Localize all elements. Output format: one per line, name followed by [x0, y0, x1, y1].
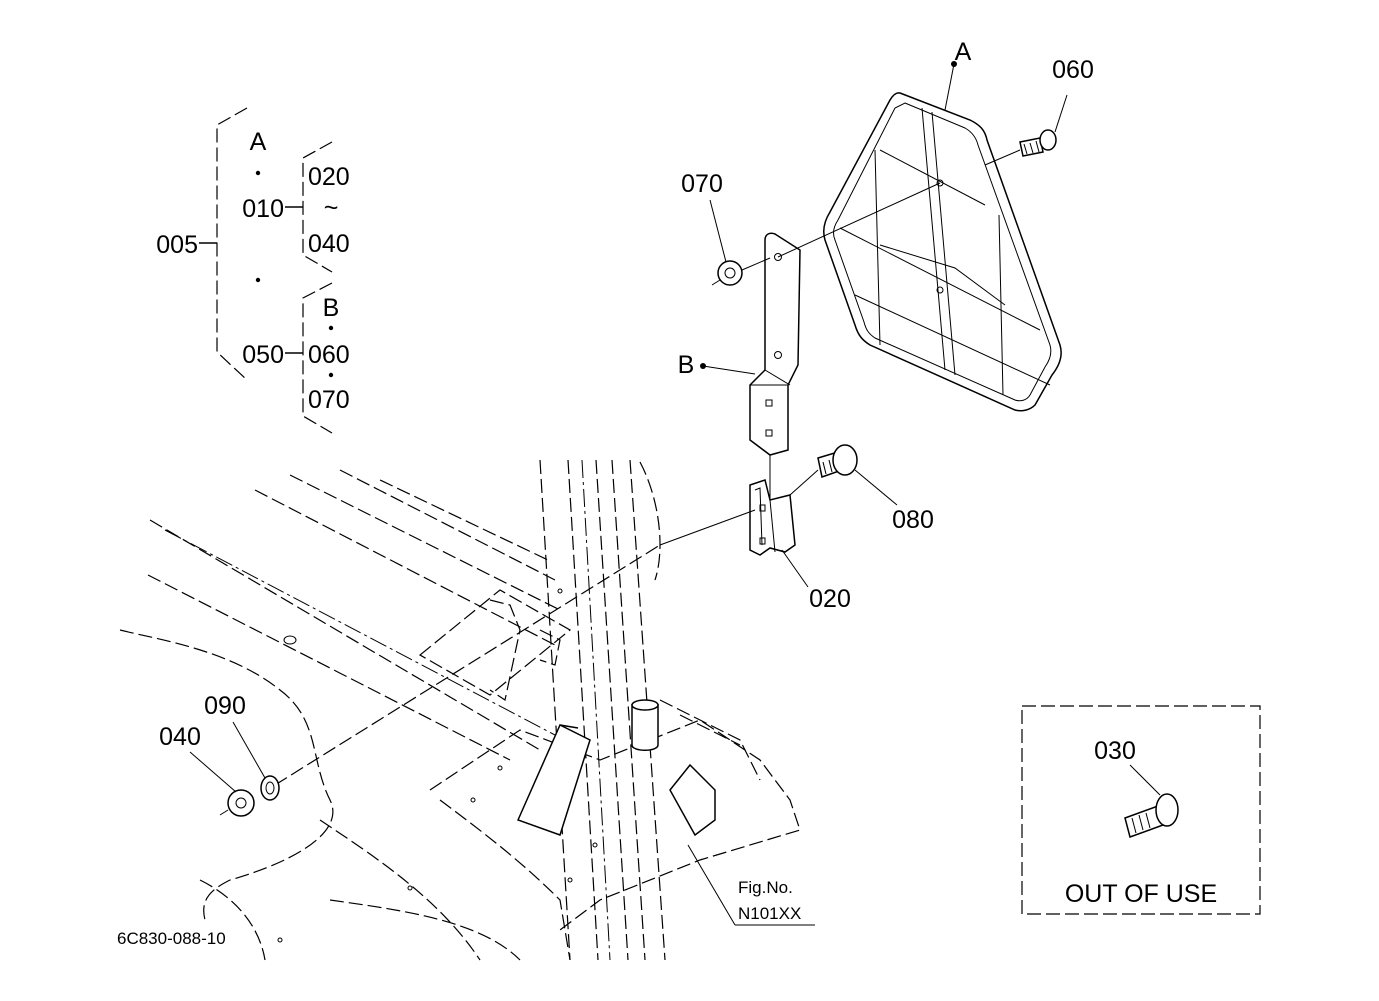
tree-bracket-main	[216, 107, 248, 381]
tree-node-050: 050	[242, 341, 284, 369]
tree-node-070: 070	[308, 386, 350, 414]
callout-030: 030	[1094, 737, 1136, 765]
assembly-line	[274, 544, 661, 786]
tractor-frame	[119, 459, 801, 961]
bolt-080: 080	[789, 444, 934, 534]
callout-b: B	[678, 351, 695, 379]
nut-040: 040	[159, 723, 255, 817]
fig-no-label: Fig.No.	[738, 878, 793, 897]
tree-node-020: 020	[308, 163, 350, 191]
tree-node-010: 010	[242, 195, 284, 223]
washer-090: 090	[204, 692, 280, 801]
callout-040: 040	[159, 723, 201, 751]
tree-label-a: A	[250, 128, 267, 156]
out-of-use-label: OUT OF USE	[1065, 880, 1217, 908]
bracket-b: B	[678, 182, 941, 500]
nut-070: 070	[681, 170, 771, 286]
callout-020: 020	[809, 585, 851, 613]
fig-no-value: N101XX	[738, 904, 801, 923]
tree-node-040: 040	[308, 230, 350, 258]
tree-label-b: B	[323, 294, 340, 322]
bolt-060: 060	[984, 56, 1094, 166]
callout-090: 090	[204, 692, 246, 720]
drawing-code: 6C830-088-10	[117, 929, 226, 948]
tree-range-tilde: ~	[324, 194, 339, 222]
tree-root-005: 005	[156, 231, 198, 259]
bracket-020: 020	[659, 479, 851, 613]
mirror-guard-a: A	[823, 38, 1062, 412]
parts-tree: A 005 010 020 ~ 040 B 050 060 070	[156, 107, 350, 434]
out-of-use-box: 030 OUT OF USE	[1021, 705, 1261, 915]
callout-a: A	[955, 38, 972, 66]
callout-080: 080	[892, 506, 934, 534]
tree-node-060: 060	[308, 341, 350, 369]
fig-no-callout: Fig.No. N101XX	[687, 844, 815, 926]
callout-060: 060	[1052, 56, 1094, 84]
callout-070: 070	[681, 170, 723, 198]
